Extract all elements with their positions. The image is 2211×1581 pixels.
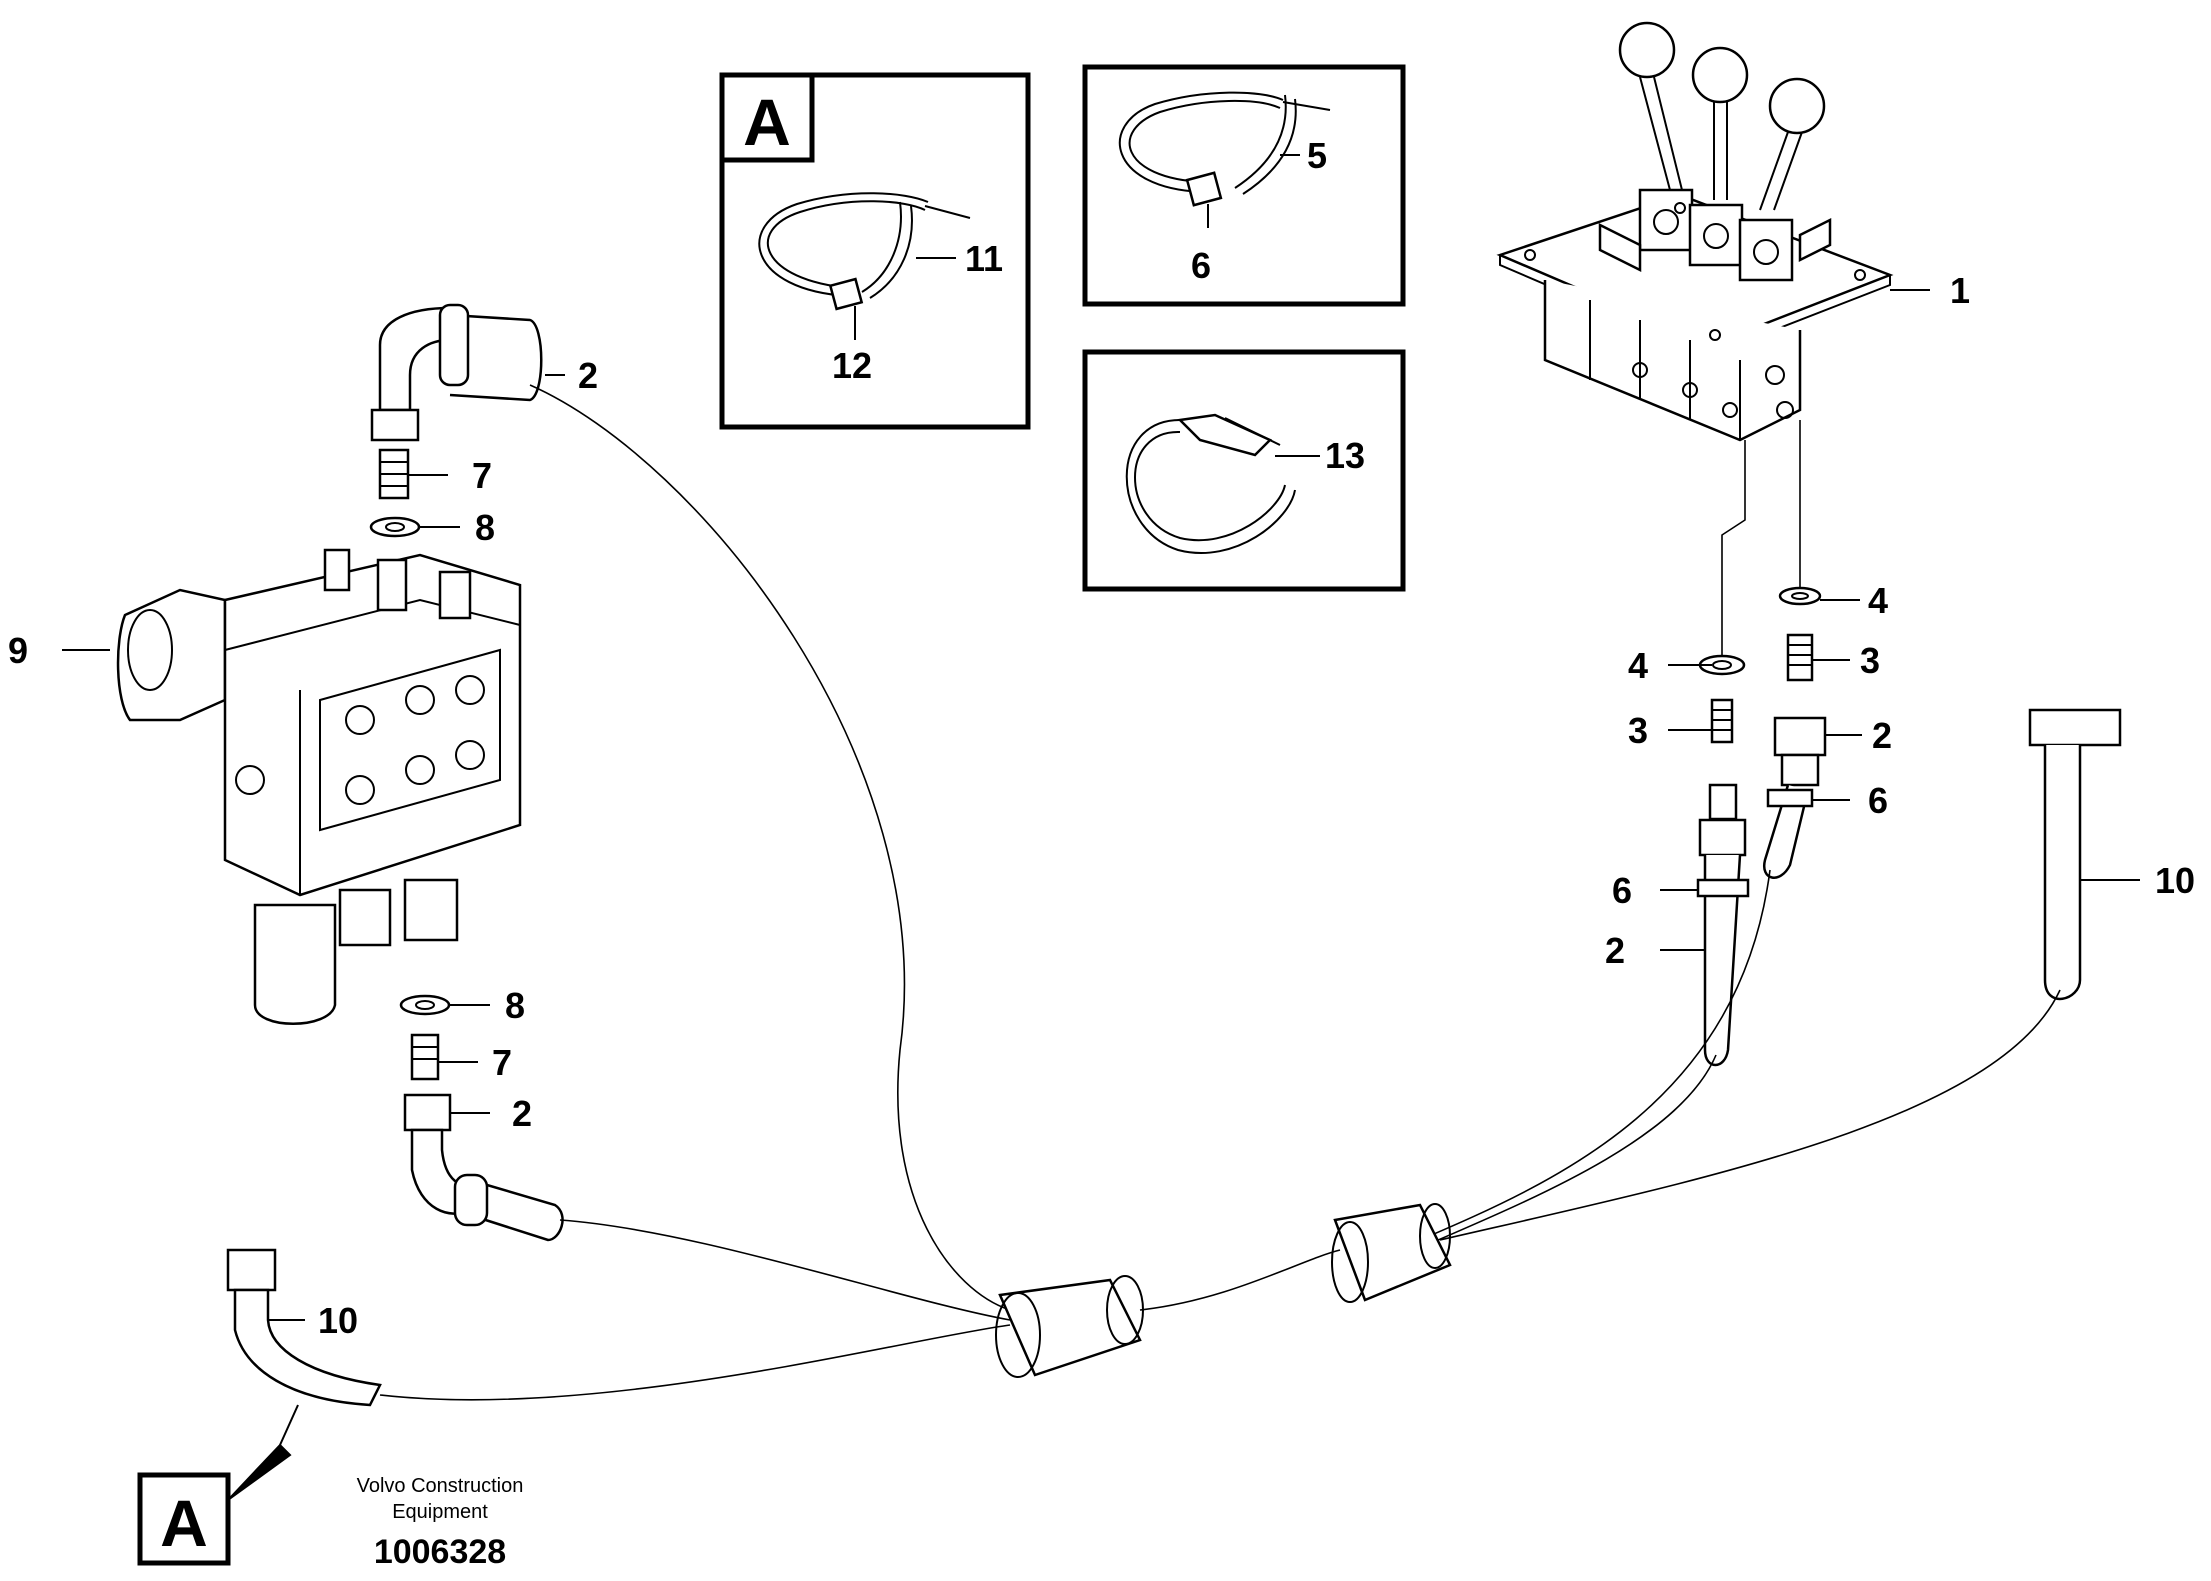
protective-sleeve-left bbox=[995, 1275, 1144, 1378]
callout-9: 9 bbox=[8, 630, 28, 671]
callout-3-lower: 3 bbox=[1628, 710, 1648, 751]
hose-clip-13 bbox=[1125, 413, 1296, 554]
callout-6-right-lower: 6 bbox=[1612, 870, 1632, 911]
detail-box-a: A bbox=[719, 72, 1031, 430]
detail-box-clip-13 bbox=[1082, 349, 1406, 592]
callout-8-upper: 8 bbox=[475, 507, 495, 548]
callout-4-lower: 4 bbox=[1628, 645, 1648, 686]
hose-10-left bbox=[226, 1248, 382, 1407]
callout-11: 11 bbox=[965, 238, 1003, 279]
callout-6-box: 6 bbox=[1191, 245, 1211, 286]
callout-10-right: 10 bbox=[2155, 860, 2195, 901]
cable-tie-5 bbox=[1118, 91, 1331, 207]
right-fittings-column-b bbox=[1762, 586, 1827, 879]
callout-12: 12 bbox=[832, 345, 872, 386]
callout-8-lower: 8 bbox=[505, 985, 525, 1026]
hose-10-right bbox=[2028, 708, 2122, 1000]
callout-6-right-upper: 6 bbox=[1868, 780, 1888, 821]
detail-box-letter: A bbox=[743, 85, 791, 159]
main-valve-block-9 bbox=[116, 548, 522, 1025]
callout-2-right-upper: 2 bbox=[1872, 715, 1892, 756]
footer-drawing-number: 1006328 bbox=[374, 1533, 506, 1571]
callout-10-left: 10 bbox=[318, 1300, 358, 1341]
leader-lines bbox=[268, 374, 2140, 1321]
detail-pointer-letter: A bbox=[160, 1486, 208, 1560]
callout-1: 1 bbox=[1950, 270, 1970, 311]
callout-13: 13 bbox=[1325, 435, 1365, 476]
cable-tie-11 bbox=[758, 192, 971, 311]
callout-7-upper: 7 bbox=[472, 455, 492, 496]
footer-company-line2: Equipment bbox=[392, 1501, 488, 1523]
callout-7-lower: 7 bbox=[492, 1042, 512, 1083]
hose-bundle-lines bbox=[379, 384, 2061, 1401]
callout-2-lower-left: 2 bbox=[512, 1093, 532, 1134]
callout-5: 5 bbox=[1307, 135, 1327, 176]
lower-left-fittings bbox=[399, 994, 564, 1242]
footer: Volvo Construction Equipment 1006328 bbox=[357, 1475, 524, 1571]
upper-left-fittings bbox=[369, 303, 543, 538]
callout-2-right-lower: 2 bbox=[1605, 930, 1625, 971]
pilot-control-valve-1 bbox=[1496, 21, 1894, 442]
callout-labels: 1 2 7 8 9 8 7 2 10 11 12 5 6 13 4 4 3 3 … bbox=[8, 135, 2195, 1341]
protective-sleeve-right bbox=[1331, 1203, 1452, 1303]
callout-2-top-left: 2 bbox=[578, 355, 598, 396]
callout-4-upper: 4 bbox=[1868, 580, 1888, 621]
detail-box-cable-tie-5-6 bbox=[1082, 64, 1406, 307]
detail-a-pointer: A bbox=[137, 1404, 299, 1566]
footer-company-line1: Volvo Construction bbox=[357, 1475, 524, 1497]
right-fittings-column-a bbox=[1696, 654, 1750, 1067]
callout-3-upper: 3 bbox=[1860, 640, 1880, 681]
